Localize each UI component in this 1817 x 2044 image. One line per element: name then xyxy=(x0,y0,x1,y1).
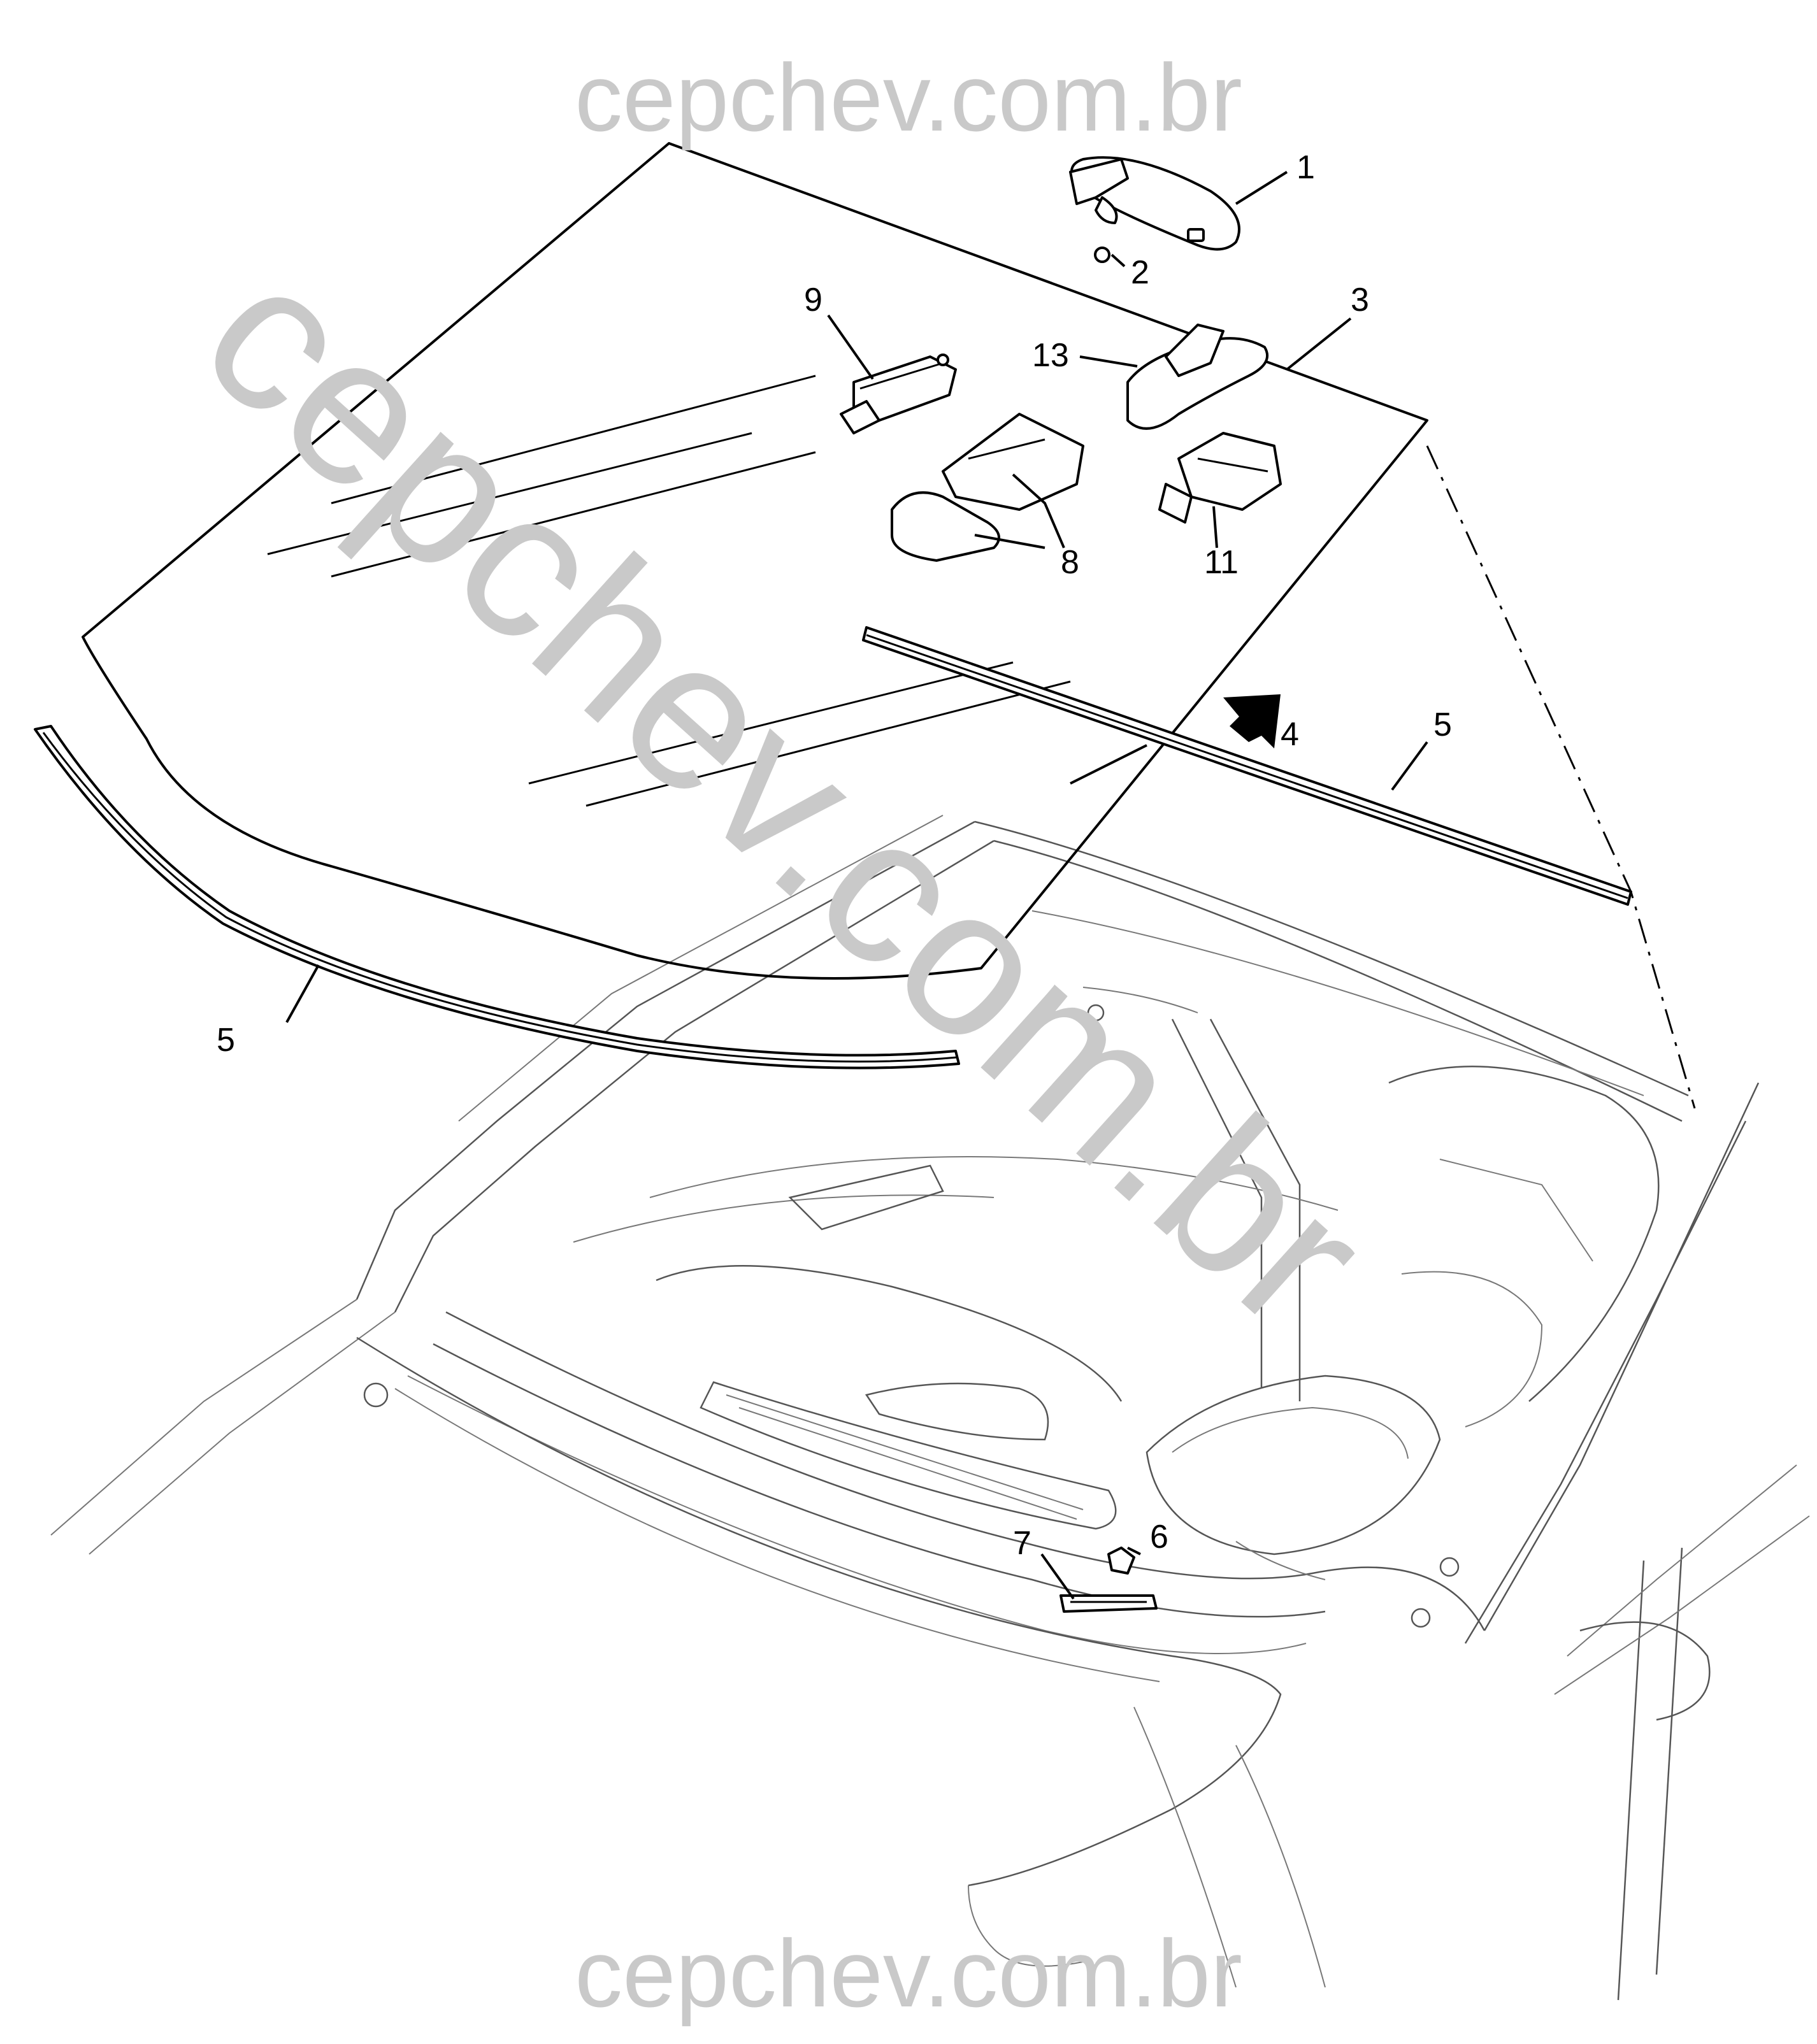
lower-molding xyxy=(34,725,960,1069)
vehicle-interior-background xyxy=(50,815,1810,2001)
callout-1: 1 xyxy=(1296,149,1315,186)
callout-4: 4 xyxy=(1281,716,1299,753)
callout-5-right: 5 xyxy=(1433,706,1452,743)
callout-9: 9 xyxy=(804,282,822,318)
rearview-mirror xyxy=(1069,156,1240,251)
sensor-wiring-harness xyxy=(1126,324,1268,430)
leader-lines xyxy=(285,171,1428,1600)
callout-2: 2 xyxy=(1131,254,1149,291)
view-direction-arrow xyxy=(1223,694,1281,748)
callout-11: 11 xyxy=(1204,544,1239,581)
sensor-cover xyxy=(891,413,1084,562)
callout-3: 3 xyxy=(1351,282,1369,318)
callout-7: 7 xyxy=(1013,1525,1031,1562)
watermark-top: cepchev.com.br xyxy=(575,44,1242,151)
reference-line xyxy=(1426,445,1696,1109)
watermark-bottom: cepchev.com.br xyxy=(575,1920,1242,2027)
windshield-glass xyxy=(82,142,1428,980)
callout-8: 8 xyxy=(1061,544,1079,581)
callout-labels: 1 2 3 4 5 5 6 7 8 9 11 13 xyxy=(217,149,1452,1562)
callout-6: 6 xyxy=(1150,1519,1168,1555)
callout-13: 13 xyxy=(1032,337,1069,374)
cowl-bracket xyxy=(1059,1594,1158,1613)
retainer-clip xyxy=(1107,1547,1135,1575)
upper-molding xyxy=(862,626,1632,906)
callout-5-left: 5 xyxy=(217,1022,235,1059)
mirror-mount-bracket xyxy=(840,354,957,434)
rain-sensor-module xyxy=(1158,432,1282,524)
mirror-fastener xyxy=(1094,247,1110,263)
